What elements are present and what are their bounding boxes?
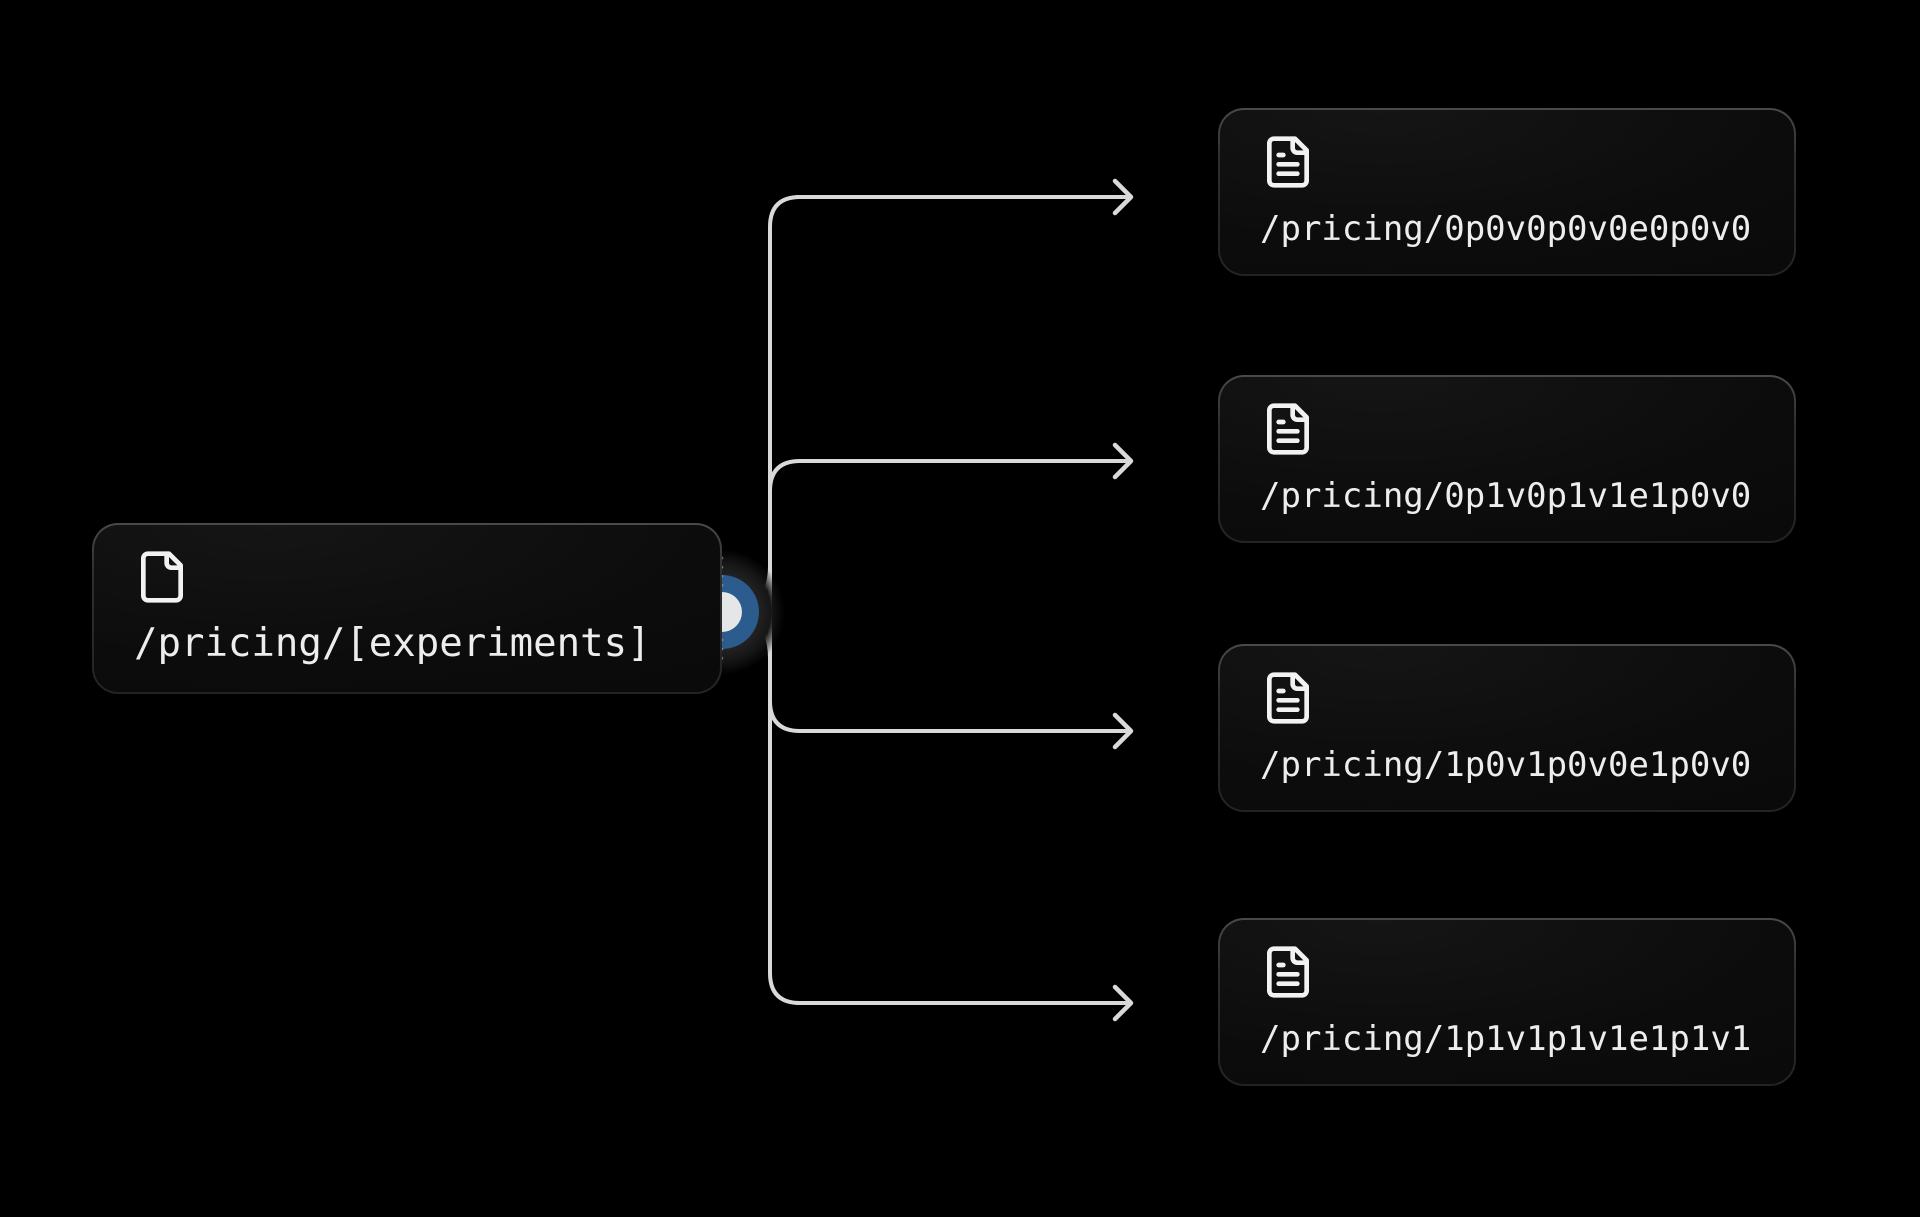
arrowhead-icon [1112, 712, 1134, 750]
target-node-label: /pricing/1p0v1p0v0e1p0v0 [1260, 745, 1752, 785]
target-node-2-body: /pricing/0p1v0p1v1e1p0v0 [1220, 377, 1794, 541]
source-node[interactable]: /pricing/[experiments] [92, 523, 722, 694]
arrowhead-icon [1112, 442, 1134, 480]
source-node-label: /pricing/[experiments] [134, 621, 651, 666]
target-node-4[interactable]: /pricing/1p1v1p1v1e1p1v1 [1218, 918, 1796, 1086]
target-node-3[interactable]: /pricing/1p0v1p0v0e1p0v0 [1218, 644, 1796, 812]
target-node-label: /pricing/0p1v0p1v1e1p0v0 [1260, 476, 1752, 516]
file-text-icon [1260, 134, 1754, 190]
target-node-label: /pricing/0p0v0p0v0e0p0v0 [1260, 209, 1752, 249]
target-node-3-body: /pricing/1p0v1p0v0e1p0v0 [1220, 646, 1794, 810]
target-node-4-body: /pricing/1p1v1p1v1e1p1v1 [1220, 920, 1794, 1084]
edge-to-target-2 [768, 459, 1128, 493]
file-text-icon [1260, 401, 1754, 457]
edge-to-target-3 [768, 699, 1128, 733]
arrowhead-icon [1112, 984, 1134, 1022]
file-text-icon [1260, 670, 1754, 726]
arrowhead-icon [1112, 178, 1134, 216]
file-icon [134, 549, 680, 605]
target-node-1-body: /pricing/0p0v0p0v0e0p0v0 [1220, 110, 1794, 274]
target-node-label: /pricing/1p1v1p1v1e1p1v1 [1260, 1019, 1752, 1059]
source-node-body: /pricing/[experiments] [94, 525, 720, 692]
target-node-2[interactable]: /pricing/0p1v0p1v1e1p0v0 [1218, 375, 1796, 543]
file-text-icon [1260, 944, 1754, 1000]
target-node-1[interactable]: /pricing/0p0v0p0v0e0p0v0 [1218, 108, 1796, 276]
